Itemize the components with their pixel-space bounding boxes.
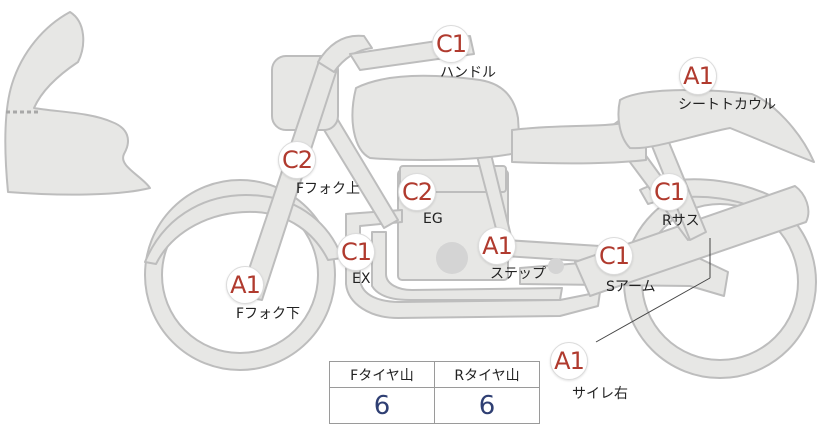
grade-badge-exhaust: C1 [337,233,375,271]
seat-shape [511,121,647,165]
tire-tread-table: Fタイヤ山 Rタイヤ山 6 6 [329,361,540,424]
fuel-tank-shape [351,74,521,161]
label-engine: EG [423,211,443,227]
label-f-fork-lower: Fフォク下 [236,306,301,322]
label-f-fork-upper: Fフォク上 [296,181,361,197]
grade-badge-handle: C1 [432,25,470,63]
grade-badge-swingarm: C1 [595,237,633,275]
label-seat-cowl: シートトカウル [678,97,776,113]
seat-cowl-shape [617,89,815,163]
label-handle: ハンドル [440,65,496,81]
handlebar-shape [317,34,373,73]
label-swingarm: Sアーム [606,279,656,295]
grade-text: A1 [683,62,714,90]
grade-text: C1 [598,242,630,270]
grade-badge-step: A1 [478,227,516,265]
grade-badge-seat-cowl: A1 [679,57,717,95]
rear-tread-value: 6 [434,387,540,424]
label-r-sus: Rサス [662,213,700,229]
exhaust-shape [345,209,601,319]
grade-text: C1 [340,238,372,266]
grade-badge-engine: C2 [398,173,436,211]
grade-badge-f-fork-lower: A1 [226,266,264,304]
grade-text: A1 [554,347,585,375]
grade-text: C2 [281,146,313,174]
grade-text: A1 [230,271,261,299]
label-exhaust: EX [352,271,371,287]
front-tread-value: 6 [329,387,435,424]
grade-text: A1 [482,232,513,260]
muffler-shape [574,185,810,297]
grade-text: C1 [435,30,467,58]
grade-text: C1 [653,178,685,206]
grade-text: C2 [401,178,433,206]
label-step: ステップ [490,266,546,282]
grade-badge-f-fork-upper: C2 [278,141,316,179]
label-muffler-right: サイレ右 [572,386,628,402]
front-cowl-shape [4,11,151,196]
grade-badge-muffler-right: A1 [550,342,588,380]
front-tread-header: Fタイヤ山 [329,361,435,388]
grade-badge-r-sus: C1 [650,173,688,211]
rear-tread-header: Rタイヤ山 [434,361,540,388]
